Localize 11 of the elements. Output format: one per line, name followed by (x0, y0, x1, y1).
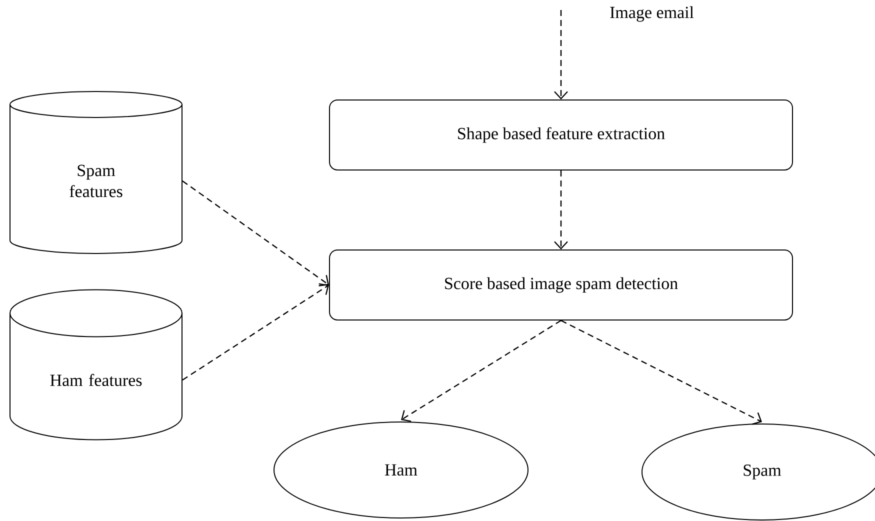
database-cylinder: Spam features (10, 90, 182, 254)
arrow (554, 170, 568, 250)
process-box: Shape based feature extraction (329, 100, 793, 170)
process-box: Score based image spam detection (329, 249, 793, 320)
arrow (401, 320, 562, 422)
arrow (554, 10, 568, 100)
database-cylinder: Ham features (10, 289, 182, 440)
arrow (182, 283, 330, 380)
arrow (560, 320, 762, 425)
arrow (182, 180, 329, 286)
input-label: Image email (610, 6, 694, 22)
